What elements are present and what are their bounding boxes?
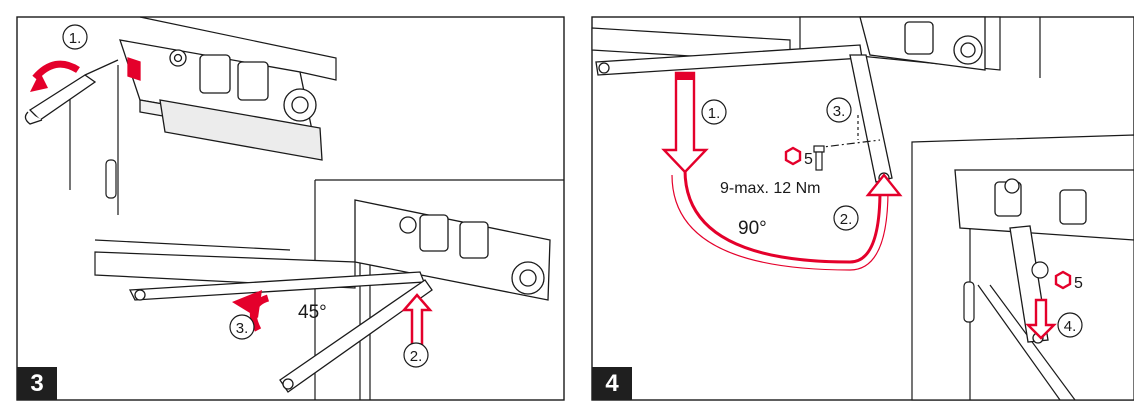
door-closer-body-4 [859, 16, 986, 71]
step-badge-4: 4 [592, 367, 632, 400]
callout-4-1: 1. [701, 99, 727, 125]
door-frame-top [69, 16, 337, 215]
callout-3-1: 1. [62, 24, 88, 50]
angle-label-90: 90° [738, 218, 767, 239]
alignment-line [814, 139, 881, 149]
svg-text:2.: 2. [840, 211, 853, 228]
callout-4-3: 3. [826, 97, 852, 123]
arm-and-rod [128, 271, 433, 393]
hanging-plumb [105, 159, 117, 199]
svg-text:4.: 4. [1064, 318, 1077, 335]
inset-screw-icon [1031, 261, 1049, 279]
down-arrow-4 [1025, 298, 1057, 340]
svg-text:1.: 1. [708, 105, 721, 122]
rotate-arrow-head [30, 72, 48, 92]
angle-label-45: 45° [298, 302, 327, 323]
hex-size-label-2: 5 [1074, 275, 1083, 292]
panel-step-4: 5 9-max. 12 Nm 1. 2. 3. 90° [591, 16, 1134, 401]
hex-key-icon [784, 146, 802, 166]
door-closer-body-upper [119, 39, 323, 161]
callout-3-3: 3. [229, 314, 255, 340]
svg-text:3.: 3. [833, 103, 846, 120]
hex-size-label: 5 [804, 151, 813, 168]
screwdriver-icon [24, 59, 119, 125]
panel-step-3: 1. 2. 3. 45° [16, 16, 565, 401]
callout-4-2: 2. [833, 205, 859, 231]
door-closer-body-lower [354, 199, 551, 301]
arm-4-upper [595, 44, 893, 184]
swing-arc-90 [683, 169, 882, 264]
svg-text:3.: 3. [236, 320, 249, 337]
hex-key-icon-2 [1054, 270, 1072, 290]
panel-3-frame [16, 16, 565, 401]
callout-4-4: 4. [1057, 312, 1083, 338]
callout-3-2: 2. [403, 342, 429, 368]
inset-closer-body [954, 169, 1134, 241]
arc-arrow-head [865, 173, 903, 197]
torque-label: 9-max. 12 Nm [720, 180, 820, 197]
screw-icon [813, 145, 825, 171]
svg-text:2.: 2. [410, 348, 423, 365]
rotate-arrow-red [32, 60, 80, 81]
inset-plumb [963, 281, 975, 323]
down-arrow-1 [661, 71, 709, 174]
step-badge-3: 3 [17, 367, 57, 400]
svg-text:1.: 1. [69, 30, 82, 47]
